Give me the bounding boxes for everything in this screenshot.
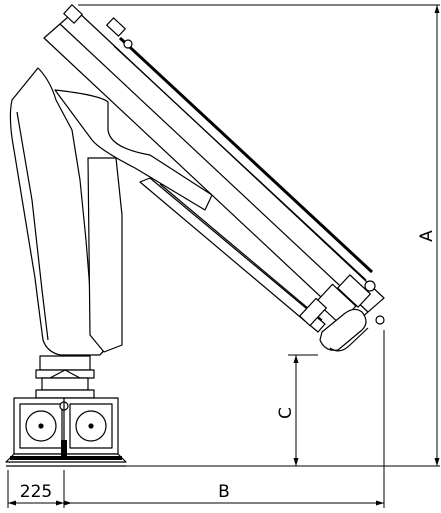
neck-ring-4 xyxy=(35,389,95,399)
dim-a-arrow-bottom xyxy=(434,458,440,466)
top-pin-icon xyxy=(123,39,133,49)
dim-a-label: A xyxy=(417,230,437,242)
hook-clamp-line xyxy=(329,327,369,352)
dim-225-arrow-left xyxy=(8,500,16,506)
crane-structure xyxy=(5,4,385,467)
column-edge-line xyxy=(16,111,49,341)
tip-pin-icon xyxy=(364,280,376,292)
hook-pin-icon xyxy=(375,315,385,325)
slewing-neck xyxy=(35,355,95,399)
neck-chevron xyxy=(49,369,81,379)
base-dark-strip xyxy=(10,456,122,460)
hook-clamp xyxy=(319,308,367,351)
upper-arm xyxy=(54,89,213,211)
boom-lower-line xyxy=(159,183,323,321)
dim-c-arrow-bottom xyxy=(293,458,299,466)
boom-top-cap xyxy=(63,4,133,49)
right-motor-center xyxy=(88,423,94,429)
crane-base xyxy=(5,397,127,467)
neck-ring-3 xyxy=(41,377,89,391)
base-center-post xyxy=(61,440,67,456)
column-inner-panel xyxy=(87,157,123,353)
dim-225-arrow-right xyxy=(56,500,64,506)
main-column xyxy=(9,67,108,356)
boom-centerline xyxy=(59,23,369,313)
boom-hydraulic-cylinder xyxy=(113,45,367,281)
neck-ring-1 xyxy=(39,355,91,371)
dim-225-label: 225 xyxy=(20,482,52,502)
left-motor-center xyxy=(38,423,44,429)
tip-plate xyxy=(299,297,327,327)
boom-tip-assembly xyxy=(299,274,385,352)
dimension-arrows xyxy=(8,5,440,506)
dim-c-arrow-top xyxy=(293,355,299,363)
dim-b-label: B xyxy=(218,482,230,502)
boom-hydraulic-rod xyxy=(118,36,374,274)
dim-a-arrow-top xyxy=(434,5,440,13)
top-bracket-2 xyxy=(106,17,126,37)
base-accents xyxy=(10,440,122,460)
top-bracket xyxy=(63,4,83,24)
dim-b-arrow-left xyxy=(64,500,72,506)
neck-ring-2 xyxy=(35,369,95,379)
dim-b-arrow-right xyxy=(376,500,384,506)
tip-block-upper xyxy=(337,274,371,308)
boom-lower-section xyxy=(139,177,326,333)
dim-c-label: C xyxy=(276,407,296,419)
